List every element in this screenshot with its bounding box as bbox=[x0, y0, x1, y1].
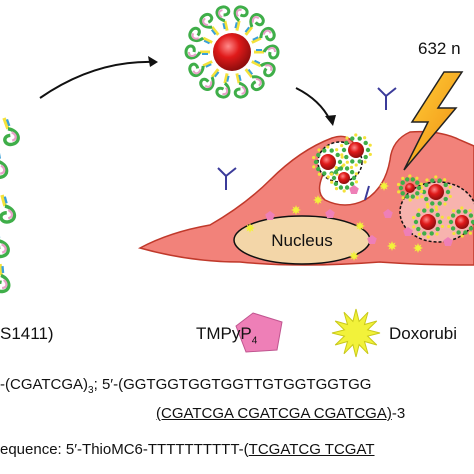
tmpyp4-molecule bbox=[367, 235, 377, 244]
doxorubicin-molecule bbox=[245, 223, 255, 233]
dna-strand bbox=[215, 5, 231, 31]
dna-strand bbox=[199, 12, 220, 36]
dna-strand bbox=[188, 60, 213, 78]
dna-strand bbox=[0, 263, 11, 294]
nucleus-label: Nucleus bbox=[271, 231, 332, 250]
dna-strand bbox=[251, 59, 276, 78]
dna-strand bbox=[0, 230, 10, 259]
tmpyp4-pentagon-icon bbox=[235, 312, 283, 353]
doxorubicin-molecule bbox=[387, 241, 397, 251]
legend-tmpyp4-label: TMPyP4 bbox=[196, 324, 257, 346]
sequence-1b: ; 5′-(GGTGGTGGTGGTTGTGGTGGTGG bbox=[93, 376, 372, 393]
gold-nanoparticle bbox=[213, 33, 251, 71]
dna-strand bbox=[233, 73, 249, 99]
free-dna-strands bbox=[0, 117, 20, 294]
legend-doxorubicin-label: Doxorubi bbox=[389, 324, 458, 343]
small-nanoparticle bbox=[412, 205, 444, 239]
arrow-to-nanoparticle bbox=[39, 60, 156, 99]
dna-strand bbox=[188, 26, 213, 45]
dna-nanoparticle-conjugate bbox=[184, 5, 280, 99]
sequence-3a: equence: 5′-ThioMC6-TTTTTTTTTT-( bbox=[0, 441, 249, 458]
tmpyp4-text: TMPyP bbox=[196, 324, 252, 343]
doxorubicin-molecule bbox=[313, 195, 323, 205]
doxorubicin-star-icon bbox=[331, 308, 381, 358]
small-nanoparticle bbox=[340, 133, 372, 167]
sequence-1a: -(CGATCGA) bbox=[0, 376, 89, 393]
sequence-3b-underlined: TCGATCG TCGAT bbox=[248, 441, 375, 458]
dna-strand bbox=[199, 68, 220, 91]
arrowhead-2 bbox=[325, 115, 336, 126]
small-nanoparticle bbox=[396, 174, 424, 202]
dna-strand bbox=[244, 68, 265, 92]
sequence-line-3: equence: 5′-ThioMC6-TTTTTTTTTT-(TCGATCG … bbox=[0, 441, 375, 458]
light-wavelength-label: 632 n bbox=[418, 39, 461, 58]
tmpyp4-molecule bbox=[383, 209, 393, 218]
internalized-nanoparticles bbox=[312, 133, 474, 239]
dna-strand bbox=[244, 13, 265, 36]
legend-aptamer-label: S1411) bbox=[0, 324, 54, 343]
dna-strand bbox=[251, 26, 276, 44]
arrowhead-1 bbox=[148, 56, 158, 67]
tmpyp4-molecule bbox=[443, 237, 453, 246]
sequence-line-1: -(CGATCGA)3; 5′-(GGTGGTGGTGGTTGTGGTGGTGG bbox=[0, 376, 371, 396]
dna-strand bbox=[215, 73, 231, 99]
tmpyp4-molecule bbox=[403, 227, 413, 236]
cell-receptors bbox=[217, 87, 397, 201]
dna-strand bbox=[254, 44, 280, 60]
sequence-2-tail: -3 bbox=[391, 405, 406, 422]
doxorubicin-molecule bbox=[379, 181, 389, 191]
tmpyp4-molecule bbox=[325, 209, 335, 218]
tmpyp4-molecule bbox=[265, 211, 275, 220]
arrow-to-cell bbox=[295, 87, 331, 121]
cancer-cell bbox=[137, 130, 474, 266]
doxorubicin-molecule bbox=[355, 221, 365, 231]
released-drugs bbox=[245, 181, 453, 261]
small-nanoparticle bbox=[447, 206, 474, 238]
doxorubicin-molecule bbox=[413, 243, 423, 253]
dna-strand bbox=[233, 5, 249, 31]
dna-strand bbox=[184, 44, 210, 60]
dna-strand bbox=[0, 151, 9, 179]
sequence-2-underlined: (CGATCGA CGATCGA CGATCGA) bbox=[156, 405, 392, 422]
laser-lightning-icon bbox=[403, 71, 464, 171]
small-nanoparticle bbox=[329, 163, 359, 193]
tmpyp4-molecule bbox=[349, 185, 359, 194]
dna-strand bbox=[0, 194, 17, 224]
doxorubicin-molecule bbox=[349, 251, 359, 261]
dna-strand bbox=[2, 117, 20, 147]
sequence-1-sub: 3 bbox=[88, 385, 94, 396]
doxorubicin-molecule bbox=[291, 205, 301, 215]
sequence-line-2: (CGATCGA CGATCGA CGATCGA)-3 bbox=[156, 405, 405, 422]
tmpyp4-subscript: 4 bbox=[251, 335, 258, 347]
